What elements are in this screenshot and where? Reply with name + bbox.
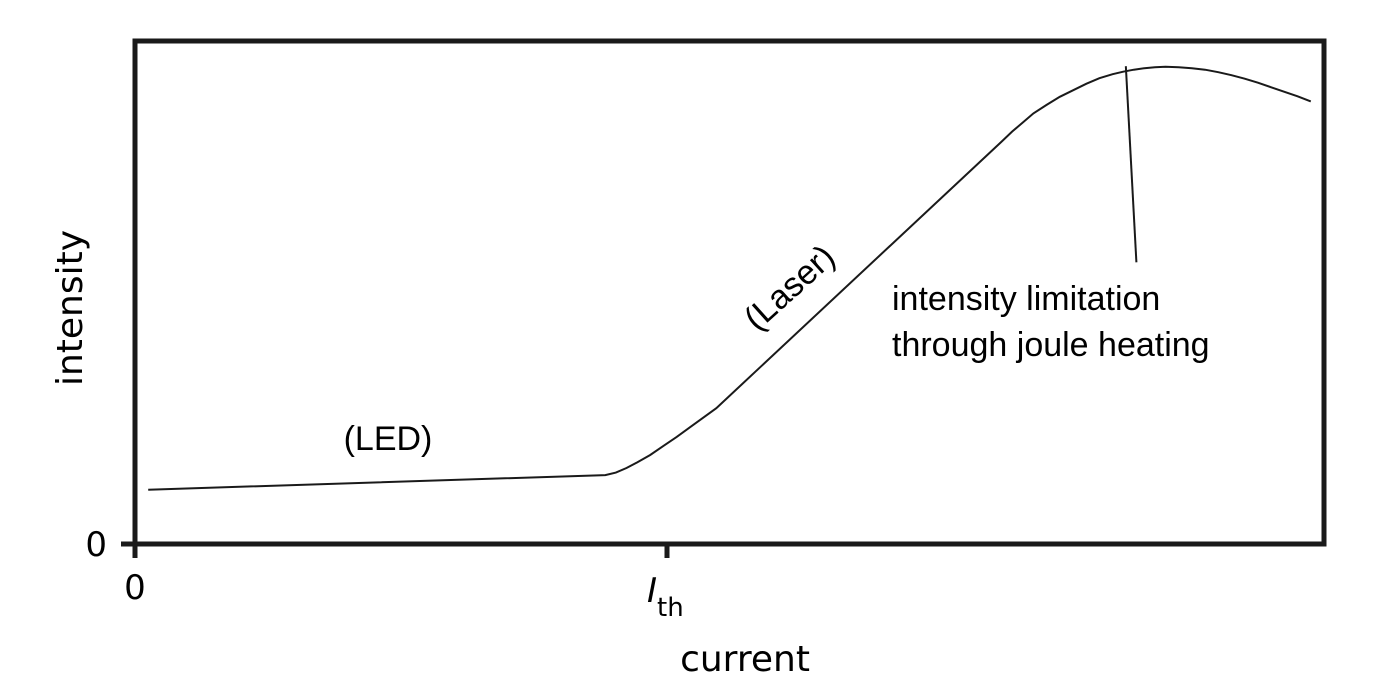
joule-heating-label-line1: intensity limitation <box>892 280 1160 318</box>
y-axis-label: intensity <box>50 230 91 386</box>
x-tick-label-ith: Ith <box>647 571 684 623</box>
x-tick-label-ith-main: I <box>647 571 657 611</box>
intensity-curve <box>148 65 1312 491</box>
x-axis: 0 Ith current <box>124 544 810 680</box>
annotation-pointer-line <box>1124 66 1138 263</box>
led-label: (LED) <box>344 420 433 458</box>
x-tick-label-0: 0 <box>124 568 146 608</box>
plot-frame <box>132 38 1327 547</box>
joule-heating-label-line2: through joule heating <box>892 326 1210 364</box>
y-tick-label-0: 0 <box>85 525 107 565</box>
x-tick-label-ith-sub: th <box>657 593 684 623</box>
x-axis-label: current <box>680 639 810 680</box>
joule-heating-label: intensity limitation through joule heati… <box>892 280 1210 364</box>
y-axis: 0 intensity <box>50 230 135 565</box>
laser-label: (Laser) <box>737 238 842 338</box>
